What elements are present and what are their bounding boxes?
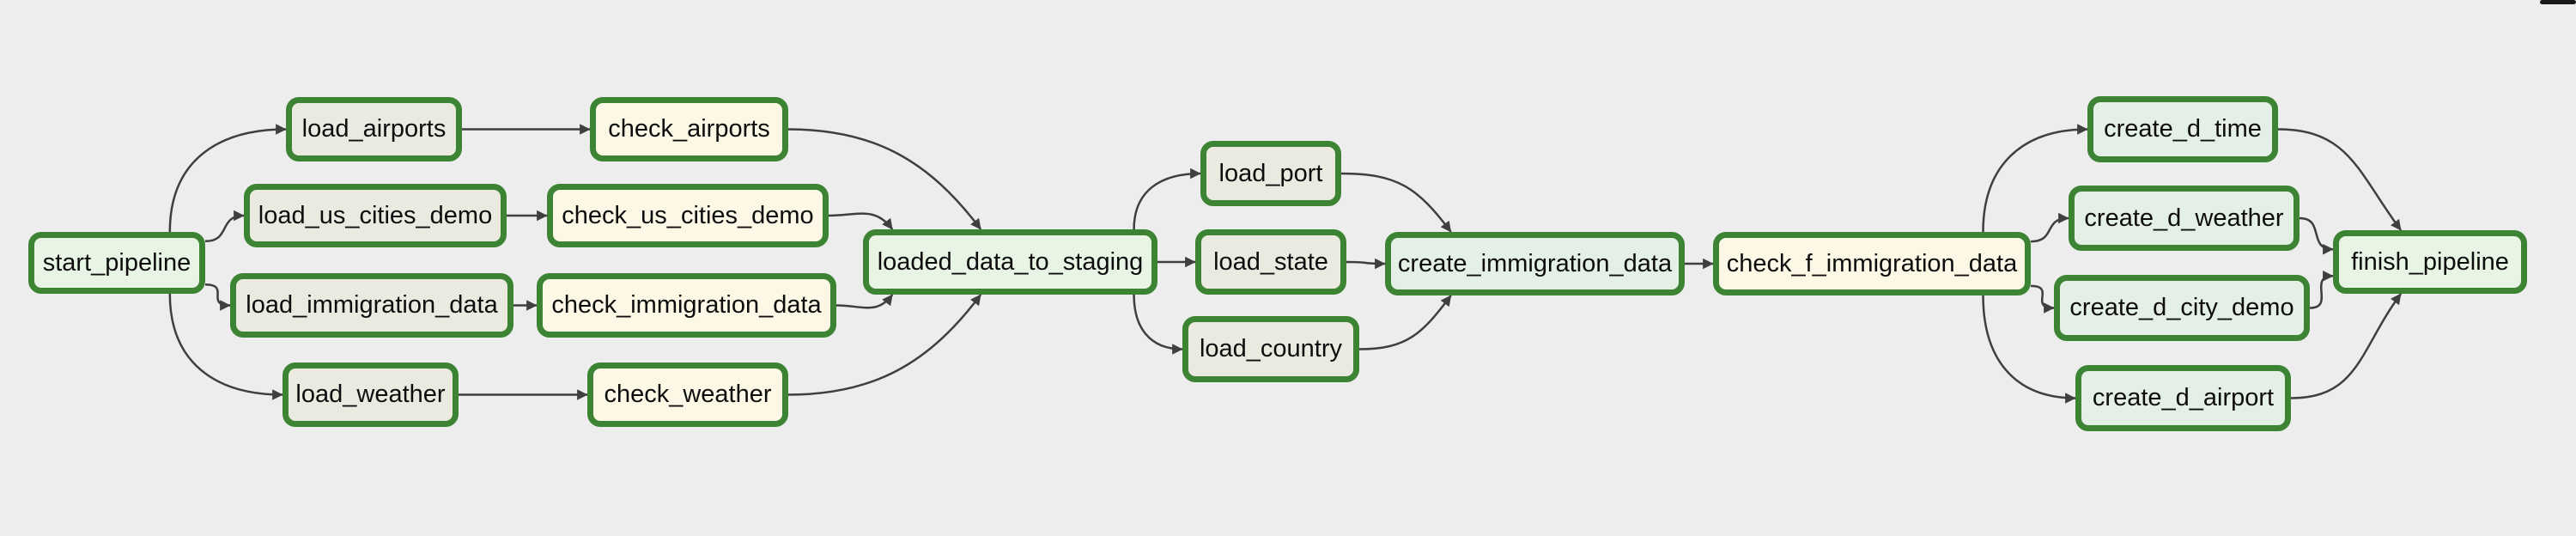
edge-check_immigration_data-to-loaded_data_to_staging <box>835 294 894 309</box>
task-node-create_d_city_demo[interactable]: create_d_city_demo <box>2054 275 2310 341</box>
edge-start_pipeline-to-load_weather <box>168 293 283 400</box>
task-node-check_us_cities_demo[interactable]: check_us_cities_demo <box>547 184 829 247</box>
task-label: load_country <box>1199 335 1343 362</box>
task-node-loaded_data_to_staging[interactable]: loaded_data_to_staging <box>863 229 1157 295</box>
task-label: check_immigration_data <box>551 291 822 319</box>
task-label: load_weather <box>295 381 446 408</box>
edge-start_pipeline-to-load_us_cities_demo <box>204 210 245 243</box>
task-node-load_state[interactable]: load_state <box>1195 229 1346 295</box>
task-label: check_airports <box>608 115 770 143</box>
task-node-finish_pipeline[interactable]: finish_pipeline <box>2333 230 2527 294</box>
task-label: create_d_city_demo <box>2069 294 2294 321</box>
task-node-check_f_immigration_data[interactable]: check_f_immigration_data <box>1713 232 2031 295</box>
task-node-load_weather[interactable]: load_weather <box>283 362 459 427</box>
task-label: create_d_time <box>2104 115 2262 143</box>
edge-load_port-to-create_immigration_data <box>1340 172 1452 233</box>
task-label: create_d_airport <box>2092 384 2275 411</box>
task-node-check_immigration_data[interactable]: check_immigration_data <box>537 273 836 338</box>
task-node-check_airports[interactable]: check_airports <box>590 97 788 161</box>
edge-load_country-to-create_immigration_data <box>1358 295 1452 350</box>
task-label: load_us_cities_demo <box>258 201 493 229</box>
edge-check_weather-to-loaded_data_to_staging <box>787 294 982 396</box>
edge-check_f_immigration_data-to-create_d_weather <box>2030 212 2069 243</box>
task-node-load_port[interactable]: load_port <box>1200 141 1341 206</box>
task-node-start_pipeline[interactable]: start_pipeline <box>28 232 205 294</box>
task-node-check_weather[interactable]: check_weather <box>587 362 788 427</box>
task-label: check_us_cities_demo <box>562 201 814 229</box>
edge-create_d_airport-to-finish_pipeline <box>2290 293 2403 399</box>
task-node-create_immigration_data[interactable]: create_immigration_data <box>1385 232 1685 295</box>
task-label: load_immigration_data <box>246 291 498 319</box>
edge-check_f_immigration_data-to-create_d_time <box>1982 124 2088 233</box>
task-node-create_d_airport[interactable]: create_d_airport <box>2075 365 2291 431</box>
edge-create_d_time-to-finish_pipeline <box>2277 128 2403 231</box>
task-label: load_port <box>1218 159 1323 187</box>
edge-load_state-to-create_immigration_data <box>1346 258 1386 270</box>
edge-check_f_immigration_data-to-create_d_airport <box>1982 295 2076 404</box>
task-label: load_state <box>1213 247 1328 276</box>
edge-start_pipeline-to-load_airports <box>168 124 287 233</box>
edge-start_pipeline-to-load_immigration_data <box>204 283 231 311</box>
edge-create_d_city_demo-to-finish_pipeline <box>2309 271 2334 309</box>
task-label: start_pipeline <box>42 248 191 277</box>
scrollbar-fragment[interactable] <box>2540 0 2576 4</box>
edge-check_us_cities_demo-to-loaded_data_to_staging <box>828 212 894 230</box>
edge-create_d_weather-to-finish_pipeline <box>2299 216 2334 255</box>
task-node-load_country[interactable]: load_country <box>1182 316 1359 382</box>
task-label: load_airports <box>301 115 447 143</box>
task-label: finish_pipeline <box>2351 247 2509 276</box>
task-label: check_weather <box>604 381 772 408</box>
task-label: check_f_immigration_data <box>1726 249 2018 277</box>
task-node-load_us_cities_demo[interactable]: load_us_cities_demo <box>244 184 507 247</box>
task-node-load_immigration_data[interactable]: load_immigration_data <box>230 273 513 338</box>
task-label: create_d_weather <box>2084 204 2284 232</box>
task-node-create_d_time[interactable]: create_d_time <box>2087 96 2278 162</box>
task-label: create_immigration_data <box>1397 249 1673 277</box>
edge-loaded_data_to_staging-to-load_port <box>1133 168 1201 230</box>
edge-check_f_immigration_data-to-create_d_city_demo <box>2030 284 2055 314</box>
task-node-create_d_weather[interactable]: create_d_weather <box>2069 186 2300 251</box>
edge-loaded_data_to_staging-to-load_country <box>1133 294 1183 355</box>
edge-check_airports-to-loaded_data_to_staging <box>787 128 982 230</box>
task-node-load_airports[interactable]: load_airports <box>286 97 462 161</box>
task-label: loaded_data_to_staging <box>877 247 1144 276</box>
